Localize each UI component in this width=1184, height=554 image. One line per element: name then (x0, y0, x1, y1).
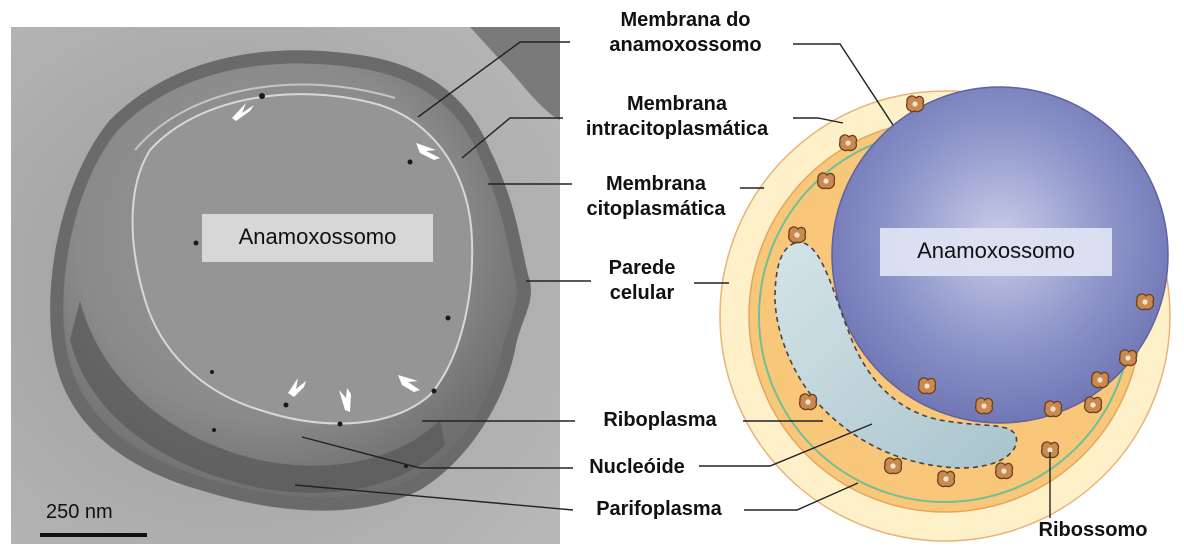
schematic (720, 87, 1170, 541)
micrograph (11, 27, 560, 544)
label-intracytoplasmic-membrane-line1: Membrana (561, 92, 793, 117)
label-nucleoid: Nucleóide (574, 455, 700, 480)
label-cytoplasmic-membrane-line1: Membrana (568, 172, 744, 197)
ribosome-core (981, 403, 986, 408)
ribosome-core (1142, 299, 1147, 304)
ribosome-core (1097, 377, 1102, 382)
label-cell-wall: Parede celular (592, 256, 692, 306)
ribosome-core (1047, 447, 1052, 452)
ribosome-core (943, 476, 948, 481)
label-cytoplasmic-membrane-line2: citoplasmática (568, 197, 744, 222)
label-anammoxosome-membrane-line1: Membrana do (578, 8, 793, 33)
label-paryphoplasm: Parifoplasma (574, 497, 744, 522)
ribosome-core (924, 383, 929, 388)
ribosome-core (890, 463, 895, 468)
label-intracytoplasmic-membrane: Membrana intracitoplasmática (561, 92, 793, 142)
label-cytoplasmic-membrane: Membrana citoplasmática (568, 172, 744, 222)
ribosome-core (823, 178, 828, 183)
label-riboplasm: Riboplasma (575, 408, 745, 433)
ribosome-core (794, 232, 799, 237)
label-anammoxosome-membrane: Membrana do anamoxossomo (578, 8, 793, 58)
ribosome-core (845, 140, 850, 145)
label-intracytoplasmic-membrane-line2: intracitoplasmática (561, 117, 793, 142)
ribosome-core (1001, 468, 1006, 473)
label-cell-wall-line1: Parede (592, 256, 692, 281)
scale-bar-label: 250 nm (46, 501, 113, 524)
ribosome-core (1090, 402, 1095, 407)
label-ribosome: Ribossomo (1018, 518, 1168, 543)
micrograph-anammoxosome-label: Anamoxossomo (202, 214, 433, 260)
schematic-anammoxosome-label: Anamoxossomo (880, 228, 1112, 274)
ribosome-core (912, 101, 917, 106)
ribosome-core (1050, 406, 1055, 411)
ribosome-core (805, 399, 810, 404)
label-cell-wall-line2: celular (592, 281, 692, 306)
ribosome-core (1125, 355, 1130, 360)
label-anammoxosome-membrane-line2: anamoxossomo (578, 33, 793, 58)
